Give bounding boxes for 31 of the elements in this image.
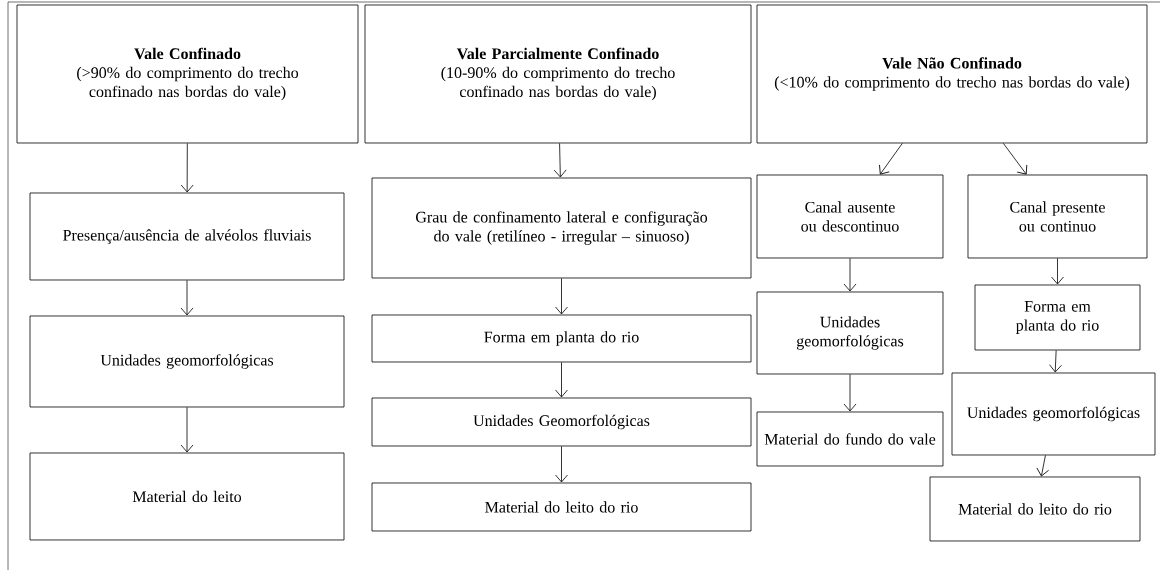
flow-box: Unidades geomorfológicas [951, 372, 1156, 456]
arrow [1036, 455, 1050, 477]
flow-box: Unidades Geomorfológicas [371, 397, 752, 447]
arrow [553, 143, 567, 178]
arrow [1003, 143, 1028, 175]
flow-box: Material do fundo do vale [756, 411, 944, 467]
flow-box: Unidades geomorfológicas [756, 291, 944, 375]
arrow [180, 407, 194, 453]
arrow [843, 374, 857, 412]
flow-box: Material do leito do rio [371, 482, 752, 532]
arrow [555, 362, 568, 398]
flow-box: Vale Confinado (>90% do comprimento do trecho confinado nas bordas do vale) [16, 4, 359, 144]
flow-box: Vale Parcialmente Confinado (10-90% do comprimento do trecho confinado nas bordas do vale) [364, 4, 752, 144]
arrow [843, 258, 857, 292]
flow-box: Forma em planta do rio [371, 314, 752, 363]
arrow [180, 280, 194, 316]
flow-box: Grau de confinamento lateral e configuração do vale (retilíneo - irregular – sinuoso) [371, 177, 752, 279]
flow-box: Presença/ausência de alvéolos fluviais [29, 192, 345, 281]
flow-box: Material do leito do rio [929, 476, 1141, 542]
arrow [1049, 350, 1062, 373]
flow-box: Canal presente ou continuo [967, 174, 1148, 259]
arrow [879, 143, 903, 175]
flow-box: Canal ausente ou descontinuo [756, 174, 944, 259]
arrow [555, 446, 568, 483]
arrow [180, 143, 194, 193]
flow-box: Material do leito [29, 452, 345, 541]
flow-box: Forma em planta do rio [974, 284, 1141, 351]
arrow [555, 278, 568, 315]
flow-box: Unidades geomorfológicas [29, 315, 345, 408]
arrow [1051, 258, 1064, 285]
flow-box: Vale Não Confinado (<10% do comprimento do trecho nas bordas do vale) [756, 4, 1148, 144]
